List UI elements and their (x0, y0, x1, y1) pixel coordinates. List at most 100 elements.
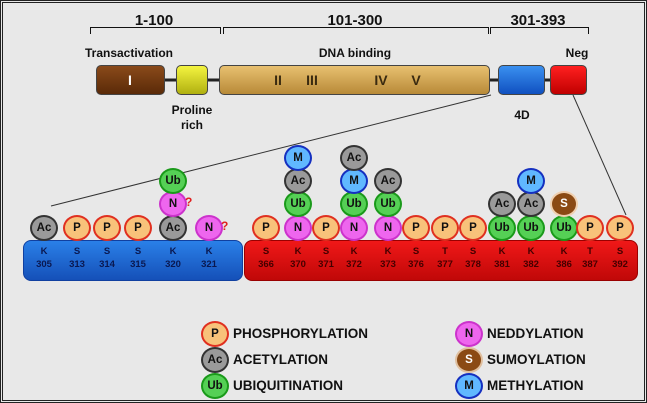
residue-label: S 313 (60, 245, 94, 271)
residue-label: S 314 (90, 245, 124, 271)
residue-aa: S (103, 246, 111, 257)
residue-position: 314 (99, 259, 115, 270)
legend-label: UBIQUITINATION (233, 378, 343, 393)
residue-position: 305 (36, 259, 52, 270)
residue-position: 321 (201, 259, 217, 270)
residue-aa: S (412, 246, 420, 257)
residue-position: 392 (612, 259, 628, 270)
modification-ub-icon: Ub (374, 191, 402, 217)
modification-n-icon: N (195, 215, 223, 241)
residue-aa: S (262, 246, 270, 257)
modification-p-icon: P (459, 215, 487, 241)
residue-aa: K (294, 246, 302, 257)
region-label: 101-300 (327, 12, 383, 29)
modification-p-icon: P (252, 215, 280, 241)
bracket-1-100 (90, 27, 221, 34)
proline-rich-domain (176, 65, 208, 95)
legend-s-icon: S (455, 347, 483, 373)
residue-label: S 378 (456, 245, 490, 271)
negative-regulatory-domain (550, 65, 587, 95)
residue-label: S 366 (249, 245, 283, 271)
domain-II-label: II (274, 72, 282, 88)
modification-ub-icon: Ub (159, 168, 187, 194)
residue-aa: S (322, 246, 330, 257)
modification-m-icon: M (340, 168, 368, 194)
modification-p-icon: P (431, 215, 459, 241)
legend-label: METHYLATION (487, 378, 584, 393)
residue-position: 386 (556, 259, 572, 270)
tetramerization-4d-domain (498, 65, 545, 95)
modification-ub-icon: Ub (488, 215, 516, 241)
modification-p-icon: P (576, 215, 604, 241)
legend-m-icon: M (455, 373, 483, 399)
domain-I-label: I (128, 72, 132, 88)
modification-p-icon: P (402, 215, 430, 241)
neg-residue-bar (244, 240, 638, 281)
legend-label: PHOSPHORYLATION (233, 326, 369, 341)
bracket-301-393 (490, 27, 589, 34)
modification-ac-icon: Ac (30, 215, 58, 241)
residue-aa: K (560, 246, 568, 257)
residue-position: 320 (165, 259, 181, 270)
transactivation-domain (96, 65, 165, 95)
legend-label: ACETYLATION (233, 352, 328, 367)
residue-label: T 377 (428, 245, 462, 271)
residue-aa: K (527, 246, 535, 257)
residue-aa: S (134, 246, 142, 257)
4d-residue-bar (23, 240, 243, 281)
proline-label-2: rich (180, 118, 204, 132)
residue-position: 366 (258, 259, 274, 270)
residue-position: 378 (465, 259, 481, 270)
modification-p-icon: P (93, 215, 121, 241)
modification-n-icon: N (340, 215, 368, 241)
residue-aa: S (73, 246, 81, 257)
modification-ac-icon: Ac (488, 191, 516, 217)
residue-position: 313 (69, 259, 85, 270)
4d-label: 4D (514, 108, 530, 122)
residue-aa: T (442, 246, 448, 257)
modification-p-icon: P (124, 215, 152, 241)
residue-position: 381 (494, 259, 510, 270)
dna-binding-domain (219, 65, 490, 95)
modification-p-icon: P (312, 215, 340, 241)
modification-m-icon: M (517, 168, 545, 194)
modification-n-icon: N (374, 215, 402, 241)
residue-position: 372 (346, 259, 362, 270)
legend-label: NEDDYLATION (487, 326, 584, 341)
legend-ub-icon: Ub (201, 373, 229, 399)
modification-ub-icon: Ub (284, 191, 312, 217)
neg-label: Neg (565, 46, 589, 60)
residue-label: K 305 (27, 245, 61, 271)
domain-IV-label: IV (374, 72, 388, 88)
modification-ac-icon: Ac (159, 215, 187, 241)
transactivation-label: Transactivation (84, 46, 174, 60)
residue-label: S 371 (309, 245, 343, 271)
domain-III-label: III (306, 72, 318, 88)
domain-V-label: V (411, 72, 421, 88)
modification-ac-icon: Ac (340, 145, 368, 171)
modification-ac-icon: Ac (374, 168, 402, 194)
residue-aa: T (587, 246, 593, 257)
uncertain-mark: ? (185, 195, 193, 209)
residue-aa: S (469, 246, 477, 257)
residue-position: 377 (437, 259, 453, 270)
modification-n-icon: N (284, 215, 312, 241)
residue-aa: K (40, 246, 48, 257)
residue-label: K 386 (547, 245, 581, 271)
modification-ub-icon: Ub (517, 215, 545, 241)
residue-aa: K (350, 246, 358, 257)
modification-ac-icon: Ac (517, 191, 545, 217)
dna-binding-label: DNA binding (318, 46, 392, 60)
modification-ac-icon: Ac (284, 168, 312, 194)
residue-position: 371 (318, 259, 334, 270)
